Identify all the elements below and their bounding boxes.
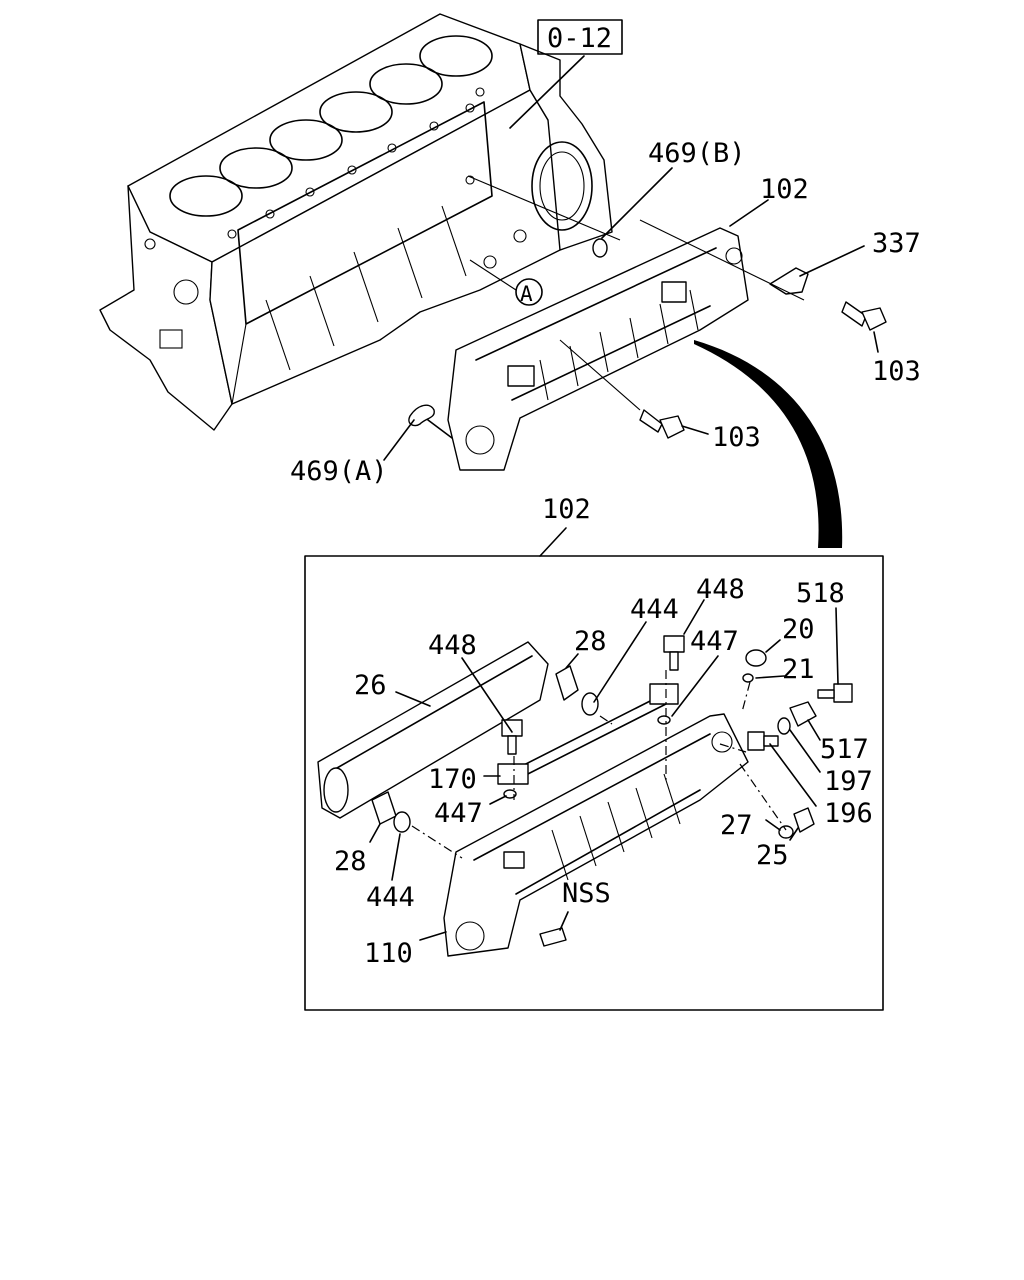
label-469b: 469(B) <box>648 138 746 169</box>
engine-block <box>99 13 613 431</box>
oring-444-bottom-shape <box>393 811 411 833</box>
label-518: 518 <box>796 578 845 609</box>
circle-a-marker <box>515 278 543 306</box>
label-102-box: 102 <box>542 494 591 525</box>
bolt-103-mid-shape <box>639 409 685 439</box>
cooler-core-26-shape <box>317 641 549 819</box>
label-196: 196 <box>824 798 873 829</box>
label-170: 170 <box>428 764 477 795</box>
label-nss: NSS <box>562 878 611 909</box>
label-ref: 0-12 <box>547 23 612 54</box>
gasket-469b-shape <box>592 238 608 258</box>
plate-nss-shape <box>539 927 567 947</box>
oring-444-top-shape <box>581 692 599 716</box>
bolt-103-right-shape <box>841 301 887 331</box>
ring-447-top-shape <box>657 715 671 725</box>
label-447-top: 447 <box>690 626 739 657</box>
washer-197-shape <box>777 717 791 735</box>
fitting-196-shape <box>747 731 779 751</box>
label-110: 110 <box>364 938 413 969</box>
label-337: 337 <box>872 228 921 259</box>
label-25: 25 <box>756 840 789 871</box>
label-447-bottom: 447 <box>434 798 483 829</box>
bolt-518-shape <box>817 683 853 703</box>
washer-21-shape <box>742 673 754 683</box>
label-103-mid: 103 <box>712 422 761 453</box>
label-197: 197 <box>824 766 873 797</box>
label-444-bottom: 444 <box>366 882 415 913</box>
label-circle-a: A <box>520 282 533 306</box>
ring-447-bottom-shape <box>503 789 517 799</box>
nut-25-shape <box>793 807 815 833</box>
label-21: 21 <box>782 654 815 685</box>
label-517: 517 <box>820 734 869 765</box>
label-103-right: 103 <box>872 356 921 387</box>
label-28-bottom: 28 <box>334 846 367 877</box>
label-469a: 469(A) <box>290 456 388 487</box>
ref-box <box>537 19 623 55</box>
label-448-right: 448 <box>696 574 745 605</box>
label-26: 26 <box>354 670 387 701</box>
plug-20-shape <box>745 649 767 667</box>
cooler-body-110-shape <box>443 713 749 957</box>
oil-cooler-assembly-top <box>447 227 749 471</box>
detail-box <box>304 555 884 1011</box>
label-444-top: 444 <box>630 594 679 625</box>
bolt-448-left-shape <box>501 719 523 755</box>
gasket-28-top-shape <box>555 665 579 701</box>
pipe-170-shape <box>497 683 679 785</box>
label-27: 27 <box>720 810 753 841</box>
label-102-top: 102 <box>760 174 809 205</box>
washer-27-shape <box>778 825 794 839</box>
label-28-top: 28 <box>574 626 607 657</box>
bracket-517-shape <box>789 701 817 727</box>
detail-arrow <box>694 340 843 548</box>
label-448-left: 448 <box>428 630 477 661</box>
bolt-448-right-shape <box>663 635 685 671</box>
bracket-337-shape <box>769 267 809 295</box>
label-20: 20 <box>782 614 815 645</box>
